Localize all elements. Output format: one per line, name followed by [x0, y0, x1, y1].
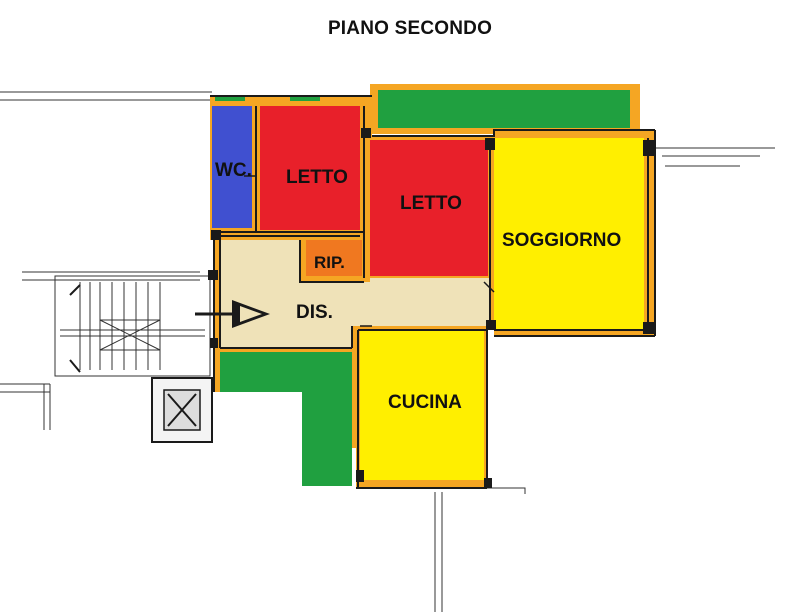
balcony-bottom	[220, 352, 352, 486]
room-disimpegno	[220, 240, 490, 348]
room-wc	[212, 106, 252, 228]
room-cucina	[360, 330, 484, 480]
staircase	[54, 275, 211, 377]
window-strip	[290, 95, 320, 101]
wall-lines	[210, 95, 656, 489]
elevator-shaft	[151, 377, 213, 443]
cucina-label: CUCINA	[388, 392, 462, 413]
balcony-top	[378, 90, 630, 128]
plan-title: PIANO SECONDO	[327, 18, 493, 39]
letto-2-label: LETTO	[400, 193, 462, 214]
window-strip	[215, 95, 245, 101]
soggiorno-label: SOGGIORNO	[502, 230, 621, 251]
context-lines	[0, 91, 775, 612]
door-marks	[244, 175, 495, 327]
room-soggiorno	[494, 138, 644, 330]
room-ripostiglio	[306, 240, 362, 276]
room-letto-2	[370, 140, 488, 276]
wc-label: WC.	[215, 160, 252, 181]
disimpegno-label: DIS.	[296, 302, 333, 323]
ripostiglio-label: RIP.	[314, 253, 345, 272]
structural-columns	[208, 128, 655, 488]
letto-1-label: LETTO	[286, 167, 348, 188]
room-letto-1	[260, 106, 360, 230]
entrance-arrow-icon	[195, 300, 270, 328]
